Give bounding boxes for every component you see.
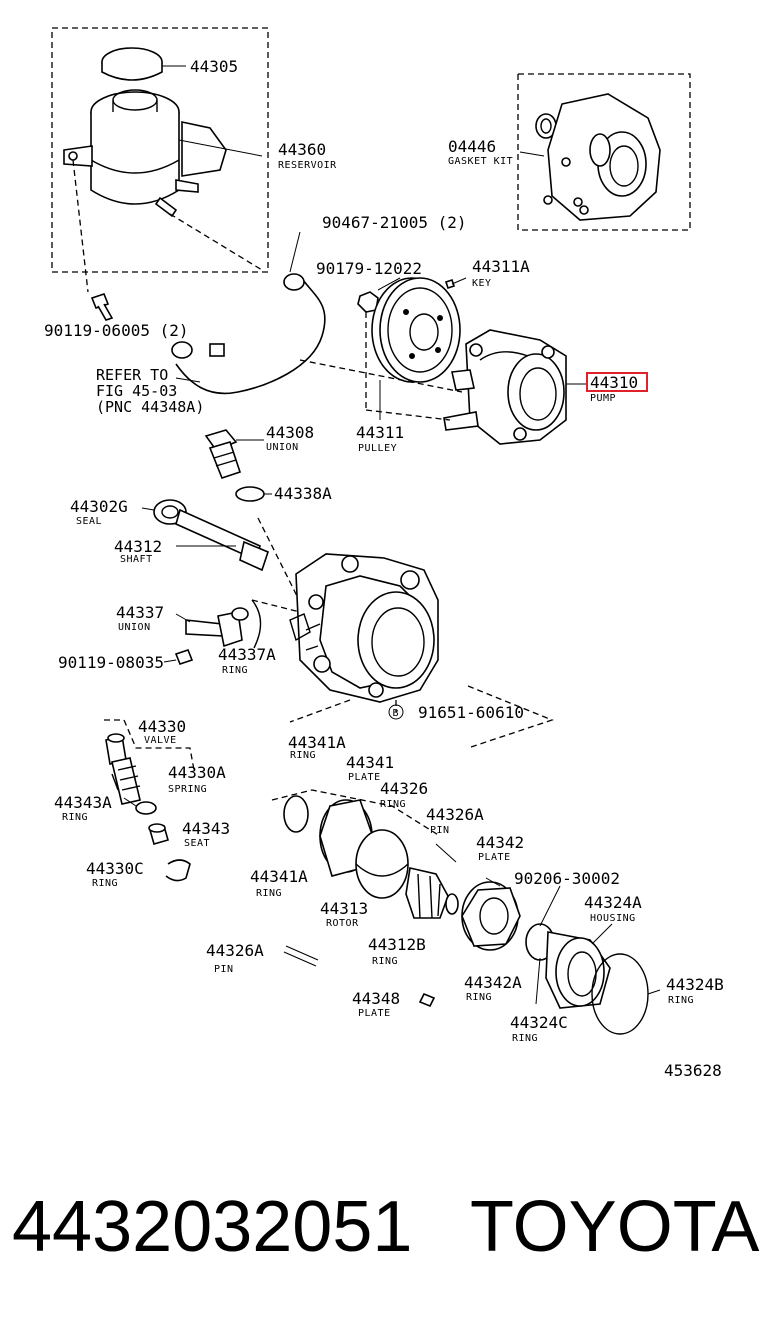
footer-part-number: 4432032051 bbox=[12, 1187, 413, 1267]
valve-group-drawing bbox=[104, 719, 195, 882]
part-44302G-name: SEAL bbox=[76, 516, 102, 527]
part-44311A-name: KEY bbox=[472, 278, 492, 289]
part-44341A-lower-name: RING bbox=[256, 888, 282, 899]
part-44360-name: RESERVOIR bbox=[278, 160, 337, 171]
part-44310-name: PUMP bbox=[590, 393, 616, 404]
part-90467-21005-number: 90467-21005 (2) bbox=[322, 213, 467, 232]
part-44326A-lower-number: 44326A bbox=[206, 941, 264, 960]
part-44343A-name: RING bbox=[62, 812, 88, 823]
part-44341A-name: RING bbox=[290, 750, 316, 761]
part-04446-number: 04446 bbox=[448, 137, 496, 156]
part-44343-number: 44343 bbox=[182, 819, 230, 838]
part-44330A-name: SPRING bbox=[168, 784, 207, 795]
part-90179-12022-number: 90179-12022 bbox=[316, 259, 422, 278]
part-44338A-number: 44338A bbox=[274, 484, 332, 503]
part-44330A-number: 44330A bbox=[168, 763, 226, 782]
part-90119-08035-number: 90119-08035 bbox=[58, 653, 164, 672]
reservoir-group bbox=[51, 27, 269, 273]
part-44330-number: 44330 bbox=[138, 717, 186, 736]
pulley-drawing bbox=[371, 277, 461, 420]
part-44326-name: RING bbox=[380, 799, 406, 810]
part-44324A-number: 44324A bbox=[584, 893, 642, 912]
highlight-box-44310 bbox=[586, 372, 648, 392]
part-44313-number: 44313 bbox=[320, 899, 368, 918]
hose-drawing bbox=[171, 231, 326, 395]
part-90119-06005-number: 90119-06005 (2) bbox=[44, 321, 189, 340]
part-44360-number: 44360 bbox=[278, 140, 326, 159]
pump-body-drawing bbox=[289, 553, 554, 749]
part-44337-number: 44337 bbox=[116, 603, 164, 622]
refer-line-2: FIG 45-03 bbox=[96, 382, 177, 400]
part-44337-name: UNION bbox=[118, 622, 151, 633]
union-44337-drawing bbox=[163, 599, 301, 665]
part-91651-60610-number: 91651-60610 bbox=[418, 703, 524, 722]
part-44311-number: 44311 bbox=[356, 423, 404, 442]
part-44341-name: PLATE bbox=[348, 772, 381, 783]
reservoir-body-drawing bbox=[63, 89, 263, 218]
part-44348-name: PLATE bbox=[358, 1008, 391, 1019]
refer-line-3: (PNC 44348A) bbox=[96, 398, 204, 416]
pump-top-drawing bbox=[299, 329, 586, 445]
part-44342-number: 44342 bbox=[476, 833, 524, 852]
part-44342A-number: 44342A bbox=[464, 973, 522, 992]
part-44324A-name: HOUSING bbox=[590, 913, 636, 924]
part-90206-30002-number: 90206-30002 bbox=[514, 869, 620, 888]
part-44312B-name: RING bbox=[372, 956, 398, 967]
part-44305-number: 44305 bbox=[190, 57, 238, 76]
part-44326A-name: PIN bbox=[430, 825, 450, 836]
part-44324B-name: RING bbox=[668, 995, 694, 1006]
part-44348-number: 44348 bbox=[352, 989, 400, 1008]
part-44341A-number: 44341A bbox=[288, 733, 346, 752]
footer-brand: TOYOTA bbox=[470, 1187, 760, 1267]
part-44341A-lower-number: 44341A bbox=[250, 867, 308, 886]
reservoir-cap-drawing bbox=[101, 47, 186, 81]
part-labels: 44305 44360 RESERVOIR 04446 GASKET KIT 9… bbox=[44, 57, 724, 1080]
part-44326-number: 44326 bbox=[380, 779, 428, 798]
part-04446-name: GASKET KIT bbox=[448, 156, 513, 167]
part-44343-name: SEAT bbox=[184, 838, 210, 849]
footer: 4432032051 TOYOTA bbox=[0, 1186, 760, 1276]
part-44308-number: 44308 bbox=[266, 423, 314, 442]
part-44311-name: PULLEY bbox=[358, 443, 397, 454]
part-44341-number: 44341 bbox=[346, 753, 394, 772]
gasket-kit-group bbox=[517, 73, 691, 231]
part-44312-name: SHAFT bbox=[120, 554, 153, 565]
part-44312B-number: 44312B bbox=[368, 935, 426, 954]
part-44326A-number: 44326A bbox=[426, 805, 484, 824]
part-44337A-number: 44337A bbox=[218, 645, 276, 664]
rotor-group-drawing bbox=[271, 789, 661, 1035]
part-44324C-name: RING bbox=[512, 1033, 538, 1044]
part-44324B-number: 44324B bbox=[666, 975, 724, 994]
part-44313-name: ROTOR bbox=[326, 918, 359, 929]
part-44330C-name: RING bbox=[92, 878, 118, 889]
part-44308-name: UNION bbox=[266, 442, 299, 453]
part-44342-name: PLATE bbox=[478, 852, 511, 863]
shaft-and-seal-drawing bbox=[141, 499, 307, 615]
part-44343A-number: 44343A bbox=[54, 793, 112, 812]
refer-line-1: REFER TO bbox=[96, 366, 168, 384]
part-44302G-number: 44302G bbox=[70, 497, 128, 516]
part-44342A-name: RING bbox=[466, 992, 492, 1003]
part-44324C-number: 44324C bbox=[510, 1013, 568, 1032]
part-44330C-number: 44330C bbox=[86, 859, 144, 878]
figure-code: 453628 bbox=[664, 1061, 722, 1080]
part-44326A-lower-name: PIN bbox=[214, 964, 234, 975]
part-44337A-name: RING bbox=[222, 665, 248, 676]
part-44311A-number: 44311A bbox=[472, 257, 530, 276]
bolt-marker-letter: B bbox=[393, 708, 400, 719]
union-44308-drawing bbox=[204, 429, 272, 502]
part-44312-number: 44312 bbox=[114, 537, 162, 556]
part-44330-name: VALVE bbox=[144, 735, 177, 746]
screw-90119-06005-drawing bbox=[72, 159, 114, 321]
part-44310-number: 44310 bbox=[590, 373, 638, 392]
